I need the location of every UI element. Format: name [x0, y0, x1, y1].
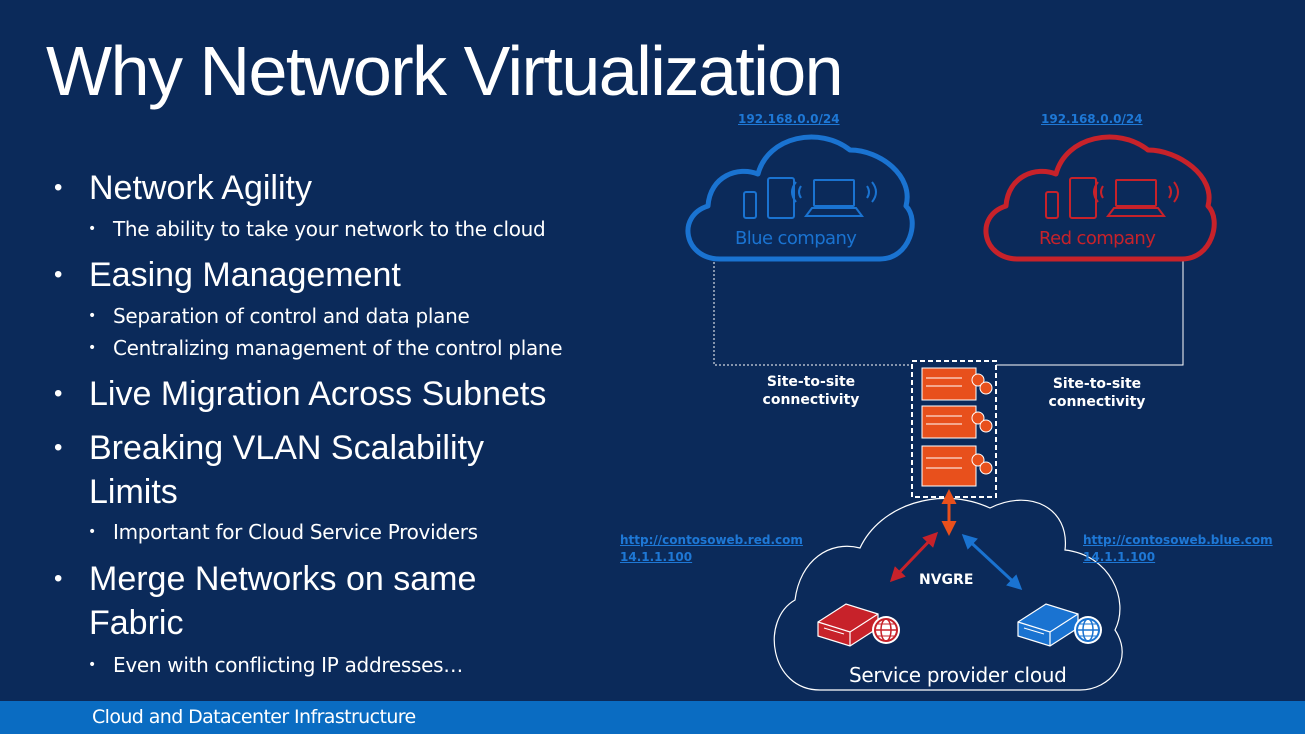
sub-bullet-text: The ability to take your network to the … [113, 217, 546, 241]
page-title: Why Network Virtualization [46, 32, 844, 110]
bullet-dot: • [54, 174, 63, 201]
sub-bullet-text: Important for Cloud Service Providers [113, 520, 478, 544]
gateway-dashed-box [911, 360, 997, 498]
globe-icon [1074, 616, 1102, 644]
blue-devices-icon [743, 177, 877, 219]
red-server-icon [817, 603, 879, 647]
sub-bullet-text: Even with conflicting IP addresses… [113, 653, 463, 677]
red-company-label: Red company [1039, 228, 1156, 249]
blue-site-url-link[interactable]: http://contosoweb.blue.com [1083, 533, 1273, 547]
site-to-site-line-blue [713, 262, 912, 366]
red-site-url-link[interactable]: http://contosoweb.red.com [620, 533, 803, 547]
footer-text: Cloud and Datacenter Infrastructure [92, 706, 416, 728]
blue-site-ip[interactable]: 14.1.1.100 [1083, 550, 1156, 564]
bullet-dot: • [54, 261, 63, 288]
red-company-cloud [983, 134, 1217, 262]
bullet-dot: • [88, 657, 96, 673]
gateway-server-icon [921, 367, 993, 487]
right-connection-label: Site-to-site connectivity [1048, 376, 1146, 410]
blue-company-cloud [685, 134, 915, 262]
blue-company-label: Blue company [735, 228, 857, 249]
bullet-dot: • [54, 434, 63, 461]
service-provider-cloud [773, 497, 1123, 691]
bullet-dot: • [88, 340, 96, 356]
bullet-dot: • [54, 565, 63, 592]
bullet-dot: • [88, 221, 96, 237]
site-to-site-line-red [996, 258, 1184, 366]
bullet-dot: • [88, 308, 96, 324]
red-subnet-link[interactable]: 192.168.0.0/24 [1041, 112, 1143, 126]
bullet-text: Live Migration Across Subnets [89, 375, 547, 413]
sub-bullet-text: Centralizing management of the control p… [113, 336, 563, 360]
footer-bar: Cloud and Datacenter Infrastructure [0, 701, 1305, 734]
red-devices-icon [1045, 177, 1179, 219]
bullet-text: Network Agility [89, 169, 312, 207]
red-nvgre-arrow [889, 531, 939, 583]
blue-nvgre-arrow [961, 533, 1023, 591]
blue-server-icon [1017, 603, 1079, 647]
bullet-text: Merge Networks on same Fabric [89, 560, 477, 642]
bullet-dot: • [88, 524, 96, 540]
globe-icon [872, 616, 900, 644]
left-connection-label: Site-to-site connectivity [762, 374, 860, 408]
red-site-ip[interactable]: 14.1.1.100 [620, 550, 693, 564]
blue-subnet-link[interactable]: 192.168.0.0/24 [738, 112, 840, 126]
service-provider-label: Service provider cloud [849, 663, 1067, 687]
bullet-list: • Network Agility • The ability to take yo… [0, 0, 640, 700]
sub-bullet-text: Separation of control and data plane [113, 304, 470, 328]
bullet-text: Breaking VLAN Scalability Limits [89, 429, 484, 511]
bullet-dot: • [54, 380, 63, 407]
bullet-text: Easing Management [89, 256, 401, 294]
nvgre-label: NVGRE [919, 572, 974, 588]
